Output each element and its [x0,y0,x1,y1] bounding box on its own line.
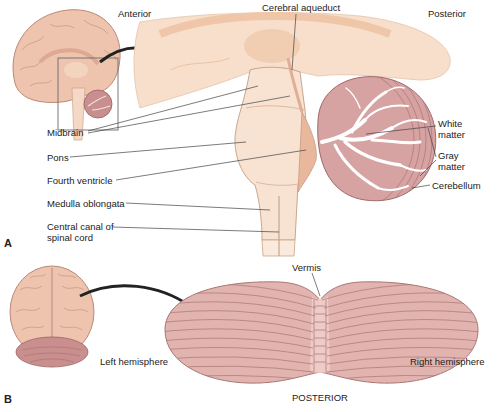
brain-thumbnail-sagittal [20,20,116,86]
structure-label: Cerebral aqueduct [262,2,340,13]
cerebellum-section [248,48,432,232]
brainstem [246,106,304,110]
leader-line [312,273,320,296]
brain-thumbnail-posterior [52,268,53,340]
brain-thumbnail-posterior [16,337,88,367]
leader-line [420,160,436,176]
leader-line [366,126,436,134]
leader-line [112,227,279,232]
cerebrum-section [170,58,230,70]
cerebellum-section [400,165,426,171]
cerebellum-posterior-view [327,338,490,348]
cerebellum-posterior-view [150,284,490,380]
brainstem [235,67,306,256]
cerebellum-posterior-view [150,311,314,324]
leader-line [126,203,270,210]
brain-thumbnail-posterior [16,274,88,330]
brain-thumbnail-posterior [10,266,94,367]
orientation-label: Anterior [118,8,151,19]
cerebellum-posterior-view [314,300,326,372]
cerebellum-posterior-view [150,302,315,316]
cerebellum-section [386,87,404,92]
cerebellum-posterior-view [326,311,490,324]
cerebrum-section [244,29,300,63]
brain-thumbnail-sagittal [84,90,112,118]
cerebellum-section [392,120,426,128]
structure-label: Pons [47,152,69,163]
cerebellum-posterior-view [322,284,490,300]
structure-label: Left hemisphere [100,356,168,367]
leader-line [428,128,436,157]
cerebellum-section [345,142,400,165]
leader-line [70,142,246,157]
structure-label: Medulla oblongata [47,198,125,209]
brain-thumbnail-sagittal [58,58,118,130]
cerebellum-posterior-view [150,347,313,356]
cerebellum-posterior-view [314,306,326,362]
ventricles [298,112,316,192]
structure-label: White matter [438,118,474,140]
structure-label: Gray matter [438,150,474,172]
brain-thumbnail-sagittal [64,62,88,78]
cerebellum-section [352,92,386,132]
leader-line [116,150,306,180]
cerebellum-section [254,54,426,226]
cerebellum-posterior-view [327,320,490,333]
cerebellum-posterior-view [150,320,313,333]
brainstem [278,196,279,256]
brain-thumbnail-sagittal [13,10,120,140]
cerebellum-posterior-view [150,357,313,364]
leader-line [88,86,258,131]
structure-label: Central canal of spinal cord [47,221,119,243]
ventricles [288,58,302,112]
brainstem [256,182,298,185]
cerebellum-section [318,77,436,201]
leader-line [412,185,430,188]
cerebellum-posterior-view [325,302,490,316]
brain-thumbnail-sagittal [13,10,120,103]
brain-thumbnail-sagittal [40,50,98,64]
cerebellum-posterior-view [150,366,313,372]
cerebellum-posterior-view [150,338,313,348]
structure-label: Cerebellum [432,180,481,191]
cerebellum-posterior-view [150,293,316,308]
cerebellum-posterior-view [165,282,478,383]
structure-label: Midbrain [47,127,83,138]
cerebellum-posterior-view [327,375,490,380]
leader-line [312,273,320,296]
leader-line [88,96,290,133]
cerebellum-posterior-view [150,282,490,383]
cerebellum-section [248,48,436,232]
leader-line [292,14,296,70]
cerebellum-posterior-view [150,284,318,300]
cerebellum-posterior-view [150,375,313,380]
cerebellum-section [378,186,408,190]
leader-line [70,14,436,232]
ventricles [288,58,316,192]
structure-label: Right hemisphere [410,356,484,367]
cerebellum-section [322,87,426,190]
cerebellum-posterior-view [327,366,490,372]
brain-thumbnail-sagittal [88,96,110,110]
cerebellum-section [335,145,378,188]
structure-label: Fourth ventricle [47,175,112,186]
orientation-label: Posterior [428,8,466,19]
panel-letter: B [4,394,12,405]
cerebellum-posterior-view [310,296,330,373]
orientation-label: POSTERIOR [292,392,348,403]
structure-label: Vermis [292,262,321,273]
cerebellum-section [248,48,432,232]
cerebellum-posterior-view [324,293,490,308]
pointer-arrow [80,286,190,306]
panel-letter: A [4,238,12,249]
pointer-arrow [80,286,190,306]
cerebellum-section [260,60,420,220]
cerebellum-section [372,140,420,143]
cerebellum-section [346,88,360,108]
brain-thumbnail-posterior [22,347,82,362]
cerebellum-posterior-view [327,347,490,356]
cerebellum-section [365,106,408,120]
